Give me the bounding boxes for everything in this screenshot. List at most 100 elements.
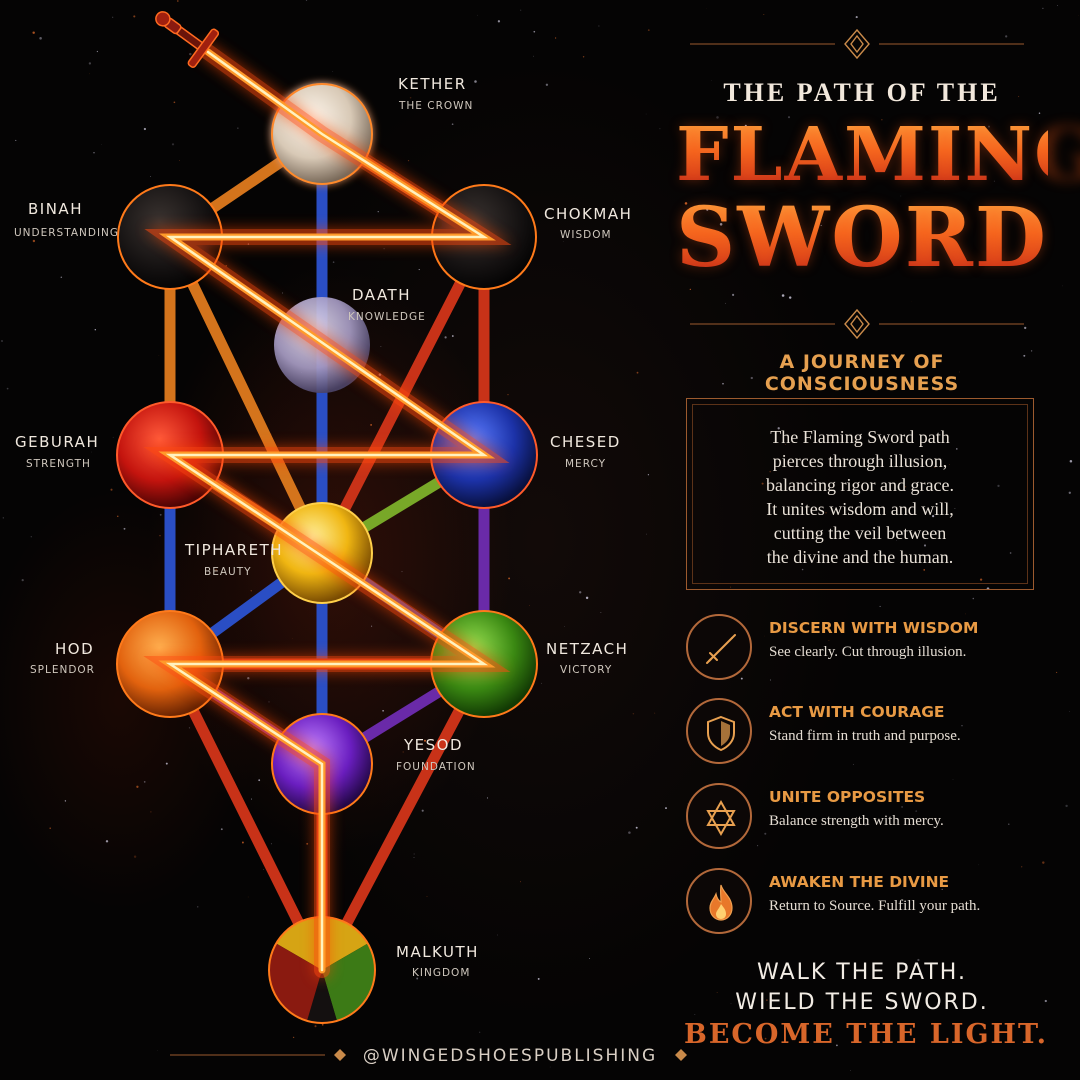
star xyxy=(852,763,854,765)
star xyxy=(923,569,925,571)
closing-line-1: WALK THE PATH. xyxy=(757,960,967,985)
star xyxy=(730,1003,732,1005)
star xyxy=(961,725,963,727)
diamond-ornament-icon xyxy=(334,1049,687,1061)
star xyxy=(110,488,113,491)
star xyxy=(413,857,415,858)
description-line: balancing rigor and grace. xyxy=(766,475,954,495)
description-line: the divine and the human. xyxy=(766,547,954,567)
node-meaning: BEAUTY xyxy=(204,566,252,578)
star xyxy=(1024,326,1027,330)
star xyxy=(282,292,283,294)
star xyxy=(158,355,160,356)
star xyxy=(1056,671,1058,673)
node-name: CHESED xyxy=(550,433,621,451)
star xyxy=(828,640,830,642)
description-line: It unites wisdom and will, xyxy=(766,499,954,519)
star xyxy=(377,211,379,213)
star xyxy=(589,958,590,959)
tenet-title: DISCERN WITH WISDOM xyxy=(769,619,979,637)
star xyxy=(537,977,540,980)
star xyxy=(416,977,419,980)
tenet-item: DISCERN WITH WISDOM See clearly. Cut thr… xyxy=(686,614,1066,684)
star xyxy=(150,176,151,177)
path-binah-tiphareth xyxy=(164,231,328,559)
closing-line-3: BECOME THE LIGHT. xyxy=(684,1019,1049,1050)
star xyxy=(220,828,223,831)
star xyxy=(1030,350,1033,352)
node-name: KETHER xyxy=(398,75,467,93)
star xyxy=(94,329,96,331)
star xyxy=(757,845,759,847)
star xyxy=(237,127,239,129)
star xyxy=(872,797,875,800)
star xyxy=(819,704,820,706)
star xyxy=(972,597,975,600)
node-meaning: KNOWLEDGE xyxy=(348,311,426,323)
star xyxy=(585,596,589,600)
star xyxy=(532,55,535,57)
star xyxy=(60,276,63,279)
tenet-title: UNITE OPPOSITES xyxy=(769,788,926,806)
star xyxy=(529,605,530,607)
star xyxy=(497,20,501,23)
sword-hilt-icon xyxy=(155,11,220,68)
star xyxy=(934,466,936,468)
star xyxy=(722,382,724,385)
icon-badge xyxy=(686,783,752,849)
description-panel: The Flaming Sword path pierces through i… xyxy=(686,398,1034,590)
star xyxy=(382,709,384,712)
star xyxy=(988,125,990,128)
star xyxy=(1015,162,1017,164)
star xyxy=(474,80,477,83)
star xyxy=(694,1014,696,1015)
star xyxy=(632,713,635,715)
star xyxy=(133,855,137,858)
star xyxy=(647,474,650,476)
star xyxy=(636,371,639,374)
star xyxy=(820,224,822,227)
star xyxy=(646,533,647,535)
star xyxy=(725,302,726,304)
star xyxy=(150,811,152,813)
star xyxy=(383,248,385,250)
star xyxy=(520,9,522,11)
star xyxy=(2,517,4,519)
star xyxy=(305,0,308,1)
star xyxy=(520,881,521,883)
star xyxy=(32,239,36,243)
tenet-text: Balance strength with mercy. xyxy=(769,813,944,829)
node-name: NETZACH xyxy=(546,640,629,658)
node-name: YESOD xyxy=(404,736,464,754)
star xyxy=(292,1036,295,1039)
star xyxy=(665,807,667,810)
star xyxy=(159,513,162,516)
star xyxy=(1023,354,1026,357)
tenet-item: UNITE OPPOSITES Balance strength with me… xyxy=(686,783,1066,853)
star xyxy=(689,288,691,290)
shield-icon xyxy=(707,715,735,752)
node-meaning: VICTORY xyxy=(560,664,613,676)
star xyxy=(901,805,904,808)
star xyxy=(314,1025,317,1028)
star xyxy=(123,527,126,530)
star xyxy=(896,540,897,541)
star xyxy=(421,809,424,812)
description-line: pierces through illusion, xyxy=(772,451,948,471)
star xyxy=(750,376,753,380)
star xyxy=(855,16,858,19)
star xyxy=(761,482,764,485)
node-meaning: THE CROWN xyxy=(399,100,474,112)
star xyxy=(451,123,454,126)
star xyxy=(176,0,179,2)
star xyxy=(1068,491,1071,494)
tenet-item: ACT WITH COURAGE Stand firm in truth and… xyxy=(686,698,1066,768)
star xyxy=(781,294,785,297)
tenet-text: Stand firm in truth and purpose. xyxy=(769,728,961,744)
node-name: BINAH xyxy=(28,200,83,218)
star xyxy=(6,387,9,390)
star xyxy=(83,650,86,653)
star xyxy=(112,16,114,18)
